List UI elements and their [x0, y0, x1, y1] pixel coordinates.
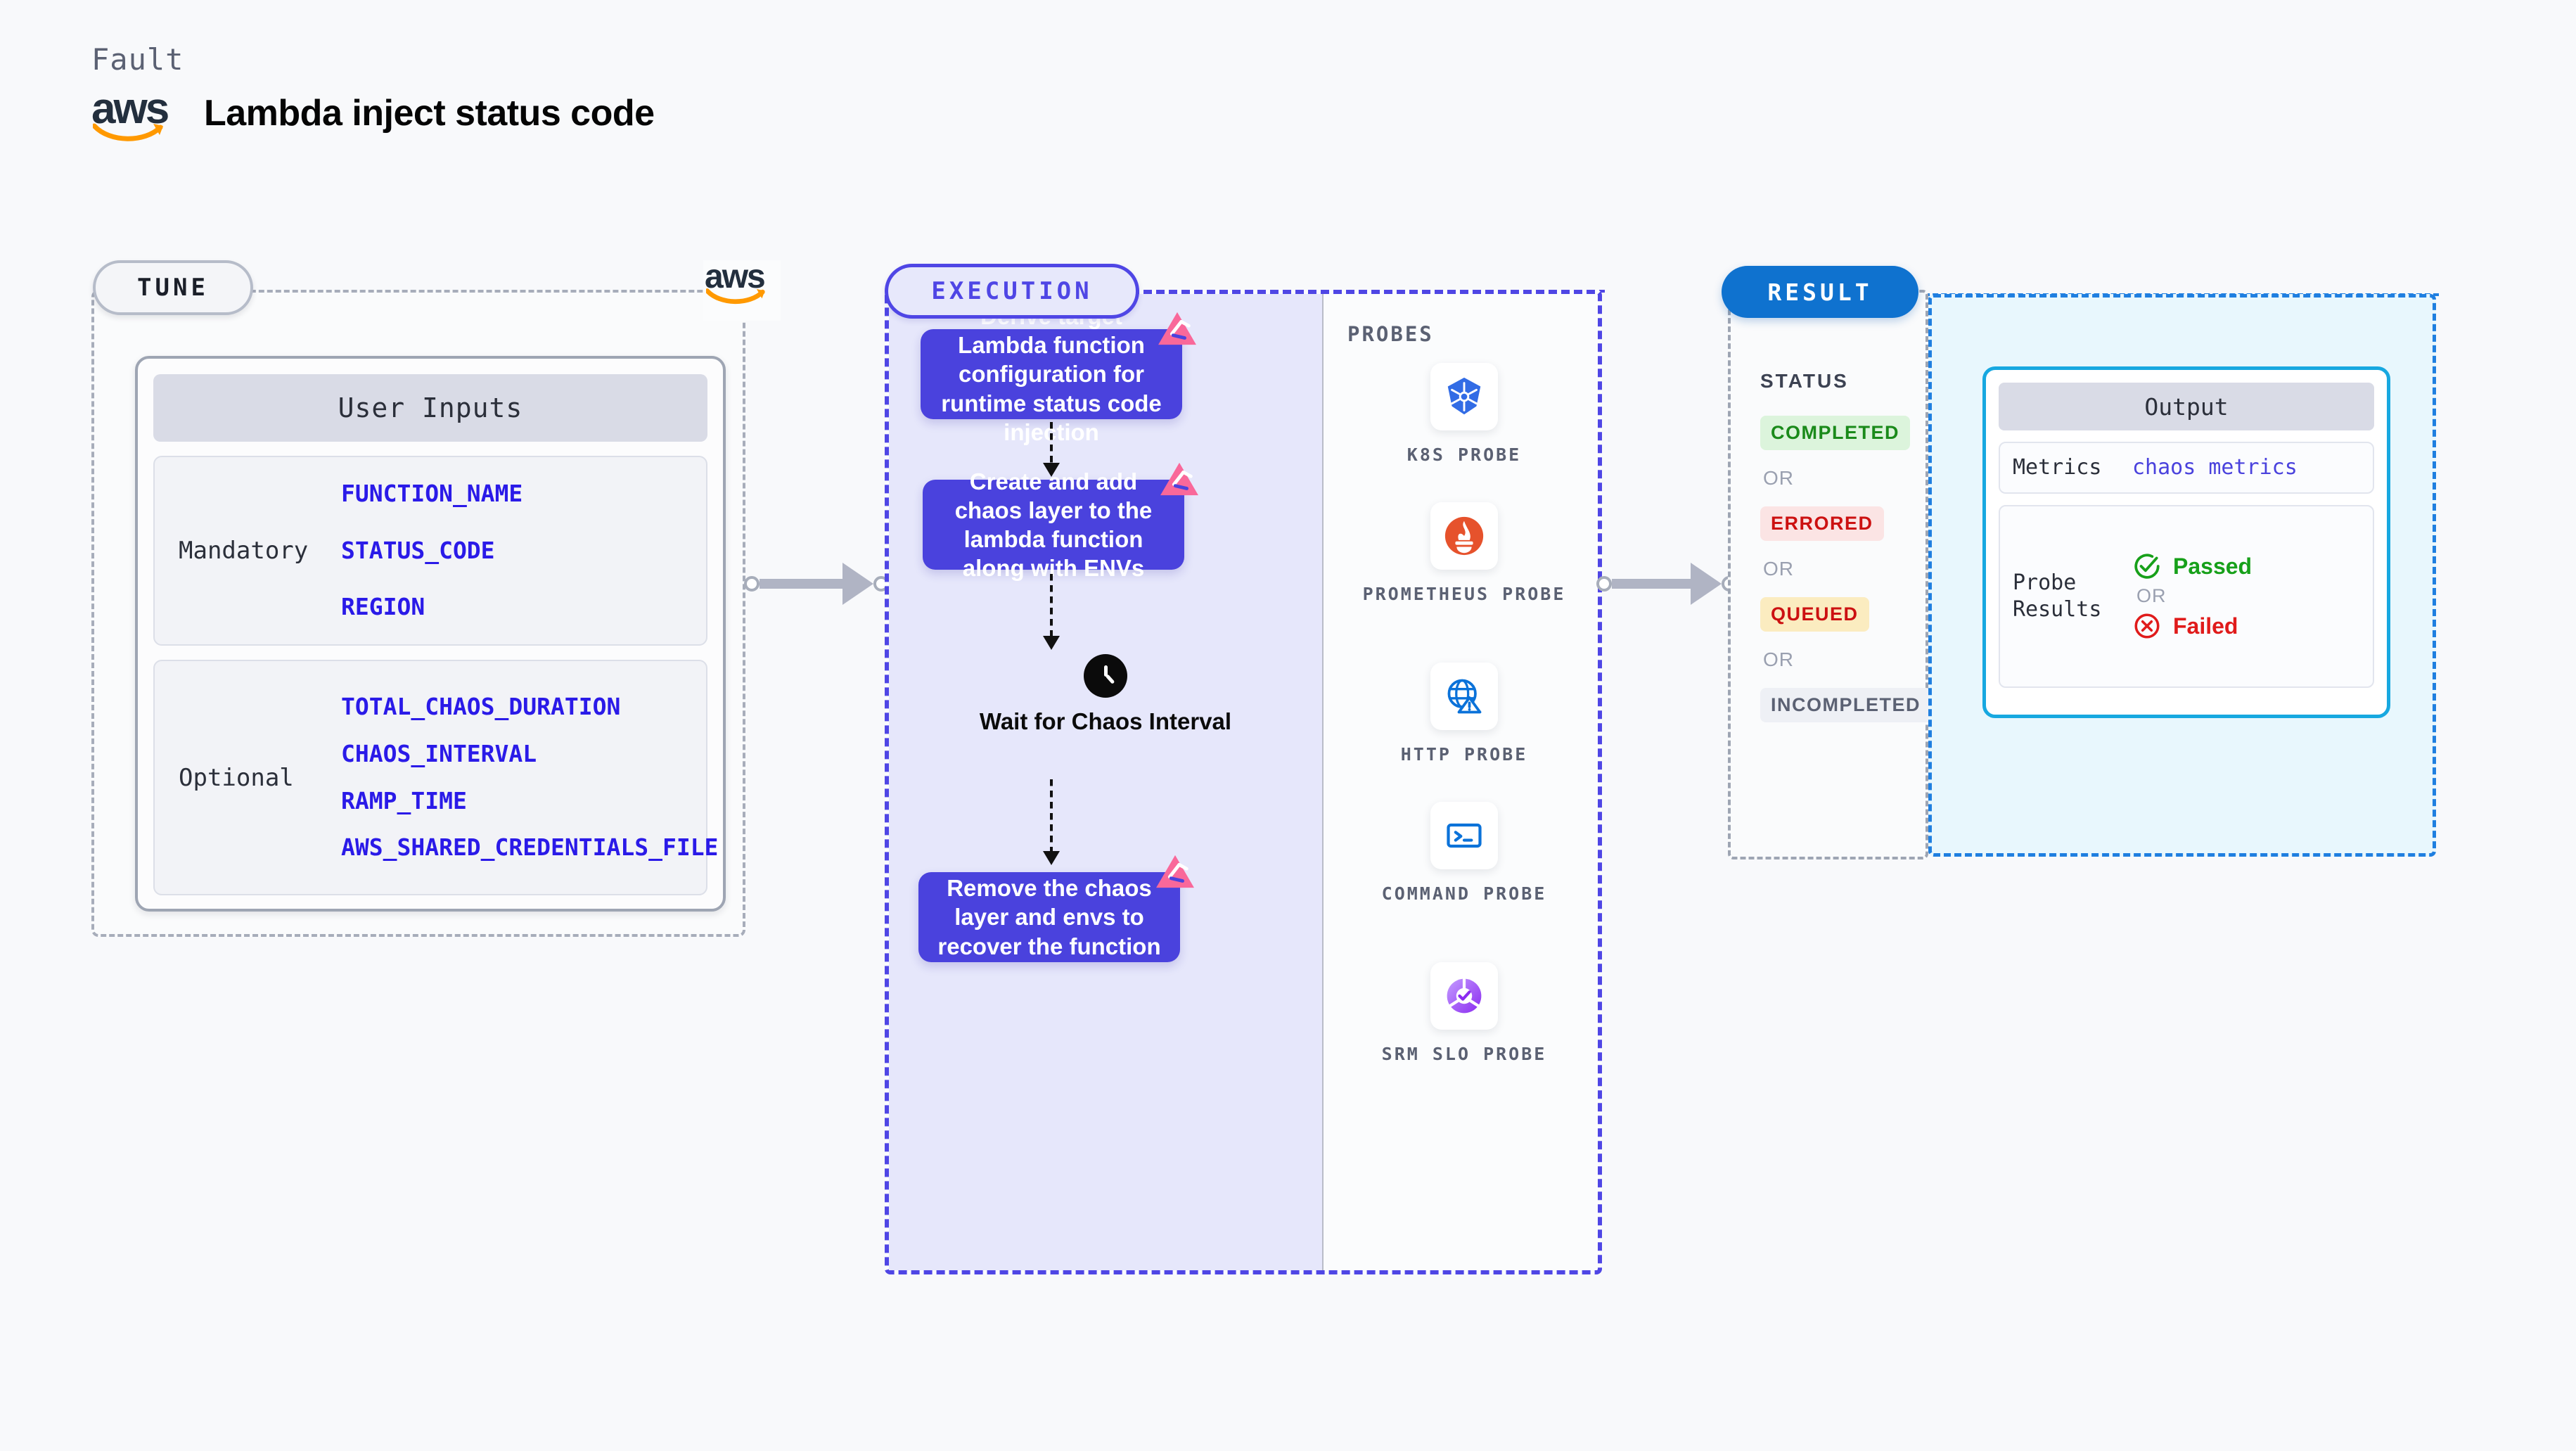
result-output-panel: Output Metrics chaos metrics Probe Resul…: [1928, 294, 2436, 857]
probe-k8s-label: K8S PROBE: [1406, 445, 1522, 465]
status-title: STATUS: [1760, 370, 1849, 392]
output-title: Output: [1999, 383, 2374, 430]
execution-panel: Derive target Lambda function configurat…: [885, 290, 1602, 1274]
aws-logo: aws: [91, 84, 176, 141]
http-globe-warning-icon: [1430, 663, 1498, 730]
execution-pill: EXECUTION: [885, 264, 1139, 319]
prometheus-icon: [1430, 502, 1498, 570]
probe-result-failed-label: Failed: [2173, 613, 2238, 639]
param-chaos-interval: CHAOS_INTERVAL: [341, 739, 537, 767]
status-badge-completed: COMPLETED: [1760, 416, 1911, 450]
wait-node-label: Wait for Chaos Interval: [979, 708, 1232, 734]
terminal-icon: [1430, 802, 1498, 869]
flow-arrow-3: [1043, 779, 1060, 865]
status-badge-incompleted: INCOMPLETED: [1760, 688, 1932, 722]
litmus-badge-icon: [1160, 462, 1198, 496]
flow-arrow-2: [1043, 574, 1060, 650]
execution-step-4-label: Remove the chaos layer and envs to recov…: [937, 875, 1161, 959]
connector-start-dot: [1596, 576, 1612, 592]
output-metrics-key: Metrics: [2013, 455, 2102, 480]
output-probe-results-key: Probe Results: [2013, 570, 2102, 622]
aws-wordmark-small: aws: [705, 258, 766, 295]
connector-arrowhead: [842, 563, 873, 605]
probe-http-label: HTTP PROBE: [1400, 744, 1528, 765]
optional-label: Optional: [179, 763, 294, 792]
execution-step-4: Remove the chaos layer and envs to recov…: [918, 855, 1194, 962]
wait-for-chaos-interval-node: Wait for Chaos Interval: [889, 654, 1322, 736]
status-or-3: OR: [1763, 648, 1794, 670]
connector-execution-to-result: [1596, 563, 1737, 605]
output-metrics-value: chaos metrics: [2132, 455, 2298, 480]
connector-arrowhead: [1691, 563, 1722, 605]
litmus-badge-icon: [1158, 312, 1196, 345]
probe-command-label: COMMAND PROBE: [1381, 883, 1547, 904]
probe-k8s[interactable]: K8S PROBE: [1322, 363, 1606, 467]
status-list: COMPLETED OR ERRORED OR QUEUED OR INCOMP…: [1760, 416, 1932, 722]
probes-column: PROBES K8S PROBE: [1322, 294, 1606, 1270]
tune-aws-logo: aws: [703, 258, 781, 321]
page-header: Fault aws Lambda inject status code: [91, 42, 655, 141]
litmus-badge-icon: [1156, 855, 1194, 888]
result-status-panel: STATUS COMPLETED OR ERRORED OR QUEUED OR…: [1728, 290, 1932, 859]
probe-result-or: OR: [2136, 585, 2167, 606]
status-or-1: OR: [1763, 467, 1794, 489]
probes-divider: [1322, 294, 1324, 1270]
page-title: Lambda inject status code: [204, 93, 655, 134]
probe-result-passed: Passed: [2132, 551, 2252, 581]
output-card: Output Metrics chaos metrics Probe Resul…: [1982, 366, 2390, 718]
aws-smile-icon: [93, 123, 163, 141]
param-function-name: FUNCTION_NAME: [341, 479, 523, 507]
result-pill: RESULT: [1722, 266, 1918, 318]
tune-pill: TUNE: [93, 260, 253, 315]
execution-flow: Derive target Lambda function configurat…: [889, 294, 1322, 1270]
param-status-code: STATUS_CODE: [341, 536, 495, 564]
status-or-2: OR: [1763, 558, 1794, 580]
clock-icon: [1084, 654, 1127, 698]
status-badge-errored: ERRORED: [1760, 506, 1884, 541]
output-metrics-row: Metrics chaos metrics: [1999, 442, 2374, 494]
execution-step-2: Create and add chaos layer to the lambda…: [923, 462, 1198, 581]
output-probe-results-row: Probe Results Passed OR Failed: [1999, 504, 2374, 688]
probe-prometheus-label: PROMETHEUS PROBE: [1362, 584, 1566, 604]
execution-step-1: Derive target Lambda function configurat…: [921, 303, 1196, 445]
optional-param-group: Optional TOTAL_CHAOS_DURATION CHAOS_INTE…: [153, 660, 718, 895]
probes-title: PROBES: [1347, 322, 1434, 346]
probe-srm-slo[interactable]: SRM SLO PROBE: [1322, 962, 1606, 1066]
tune-panel: User Inputs Mandatory FUNCTION_NAME STAT…: [91, 290, 745, 937]
connector-tune-to-execution: [744, 563, 889, 605]
connector-bar: [1612, 579, 1691, 589]
x-circle-icon: [2134, 613, 2160, 639]
connector-start-dot: [744, 576, 760, 592]
probe-prometheus[interactable]: PROMETHEUS PROBE: [1322, 502, 1606, 606]
connector-bar: [760, 579, 842, 589]
flow-arrow-1: [1043, 422, 1060, 477]
probe-result-passed-label: Passed: [2173, 553, 2253, 579]
probe-http[interactable]: HTTP PROBE: [1322, 663, 1606, 767]
probe-result-failed: Failed: [2132, 611, 2252, 641]
srm-slo-icon: [1430, 962, 1498, 1030]
param-ramp-time: RAMP_TIME: [341, 786, 467, 814]
execution-background: [889, 294, 1322, 1270]
kubernetes-icon: [1430, 363, 1498, 430]
param-total-chaos-duration: TOTAL_CHAOS_DURATION: [341, 692, 621, 720]
param-aws-shared-credentials-file: AWS_SHARED_CREDENTIALS_FILE: [341, 833, 719, 862]
mandatory-label: Mandatory: [179, 537, 309, 565]
check-circle-icon: [2134, 554, 2160, 579]
param-region: REGION: [341, 593, 425, 621]
mandatory-param-group: Mandatory FUNCTION_NAME STATUS_CODE REGI…: [153, 456, 707, 646]
probe-srm-slo-label: SRM SLO PROBE: [1381, 1044, 1547, 1064]
probe-command[interactable]: COMMAND PROBE: [1322, 802, 1606, 906]
execution-step-2-label: Create and add chaos layer to the lambda…: [954, 468, 1153, 582]
fault-kind-label: Fault: [91, 42, 184, 77]
user-inputs-title: User Inputs: [153, 374, 707, 442]
user-inputs-card: User Inputs Mandatory FUNCTION_NAME STAT…: [135, 356, 726, 912]
status-badge-queued: QUEUED: [1760, 597, 1869, 632]
aws-smile-small-icon: [706, 288, 765, 305]
